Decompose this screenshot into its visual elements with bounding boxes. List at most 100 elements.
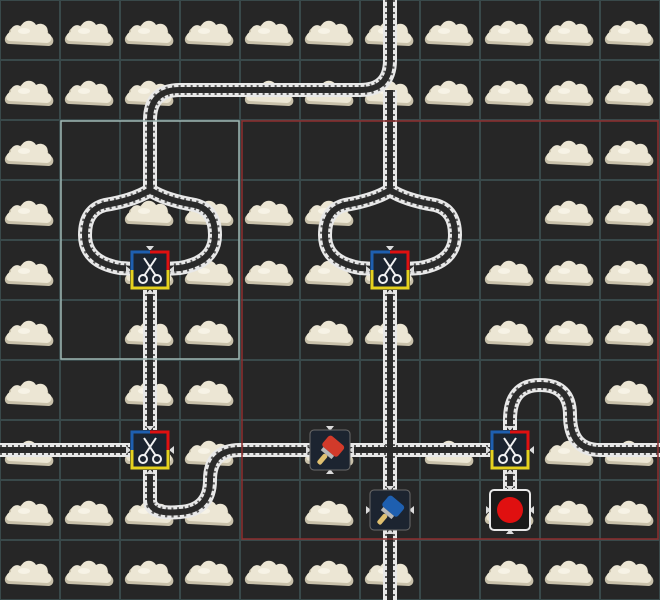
cloud-tile[interactable] xyxy=(540,120,600,180)
cloud-tile[interactable] xyxy=(180,0,240,60)
cloud-tile[interactable] xyxy=(240,180,300,240)
cloud-tile[interactable] xyxy=(0,0,60,60)
cloud-tile[interactable] xyxy=(480,300,540,360)
cloud-tile[interactable] xyxy=(600,360,660,420)
empty-tile[interactable] xyxy=(240,360,300,420)
scissors-icon xyxy=(378,257,402,284)
empty-tile[interactable] xyxy=(300,120,360,180)
cloud-tile[interactable] xyxy=(600,60,660,120)
direction-arrow xyxy=(169,446,174,454)
cloud-tile[interactable] xyxy=(120,540,180,600)
empty-tile[interactable] xyxy=(420,480,480,540)
cloud-tile[interactable] xyxy=(0,300,60,360)
empty-tile[interactable] xyxy=(60,120,120,180)
empty-tile[interactable] xyxy=(420,540,480,600)
cloud-tile[interactable] xyxy=(0,540,60,600)
scissors-piece[interactable] xyxy=(126,246,174,294)
direction-arrow xyxy=(506,486,514,491)
cloud-tile[interactable] xyxy=(0,360,60,420)
scissors-piece[interactable] xyxy=(366,246,414,294)
direction-arrow xyxy=(306,446,311,454)
cloud-tile[interactable] xyxy=(180,300,240,360)
cloud-tile[interactable] xyxy=(60,60,120,120)
cloud-tile[interactable] xyxy=(600,180,660,240)
cloud-tile[interactable] xyxy=(480,0,540,60)
cloud-tile[interactable] xyxy=(0,120,60,180)
cloud-tile[interactable] xyxy=(600,300,660,360)
frame-edge-yellow xyxy=(130,450,170,470)
empty-tile[interactable] xyxy=(240,480,300,540)
frame-edge-yellow xyxy=(490,450,530,470)
frame-edge-red xyxy=(150,430,170,450)
direction-arrow xyxy=(529,506,534,514)
cloud-tile[interactable] xyxy=(600,480,660,540)
cloud-tile[interactable] xyxy=(300,540,360,600)
direction-arrow xyxy=(146,426,154,431)
cloud-tile[interactable] xyxy=(540,480,600,540)
empty-tile[interactable] xyxy=(420,120,480,180)
paint-piece[interactable] xyxy=(366,486,414,534)
cloud-tile[interactable] xyxy=(60,480,120,540)
cloud-tile[interactable] xyxy=(240,540,300,600)
red-paintbrush-icon xyxy=(317,435,345,465)
cloud-tile[interactable] xyxy=(540,180,600,240)
cloud-tile[interactable] xyxy=(540,240,600,300)
direction-arrow xyxy=(349,446,354,454)
direction-arrow xyxy=(169,266,174,274)
cloud-tile[interactable] xyxy=(180,540,240,600)
cloud-tile[interactable] xyxy=(240,240,300,300)
cloud-tile[interactable] xyxy=(420,60,480,120)
scissors-piece[interactable] xyxy=(486,426,534,474)
cloud-tile[interactable] xyxy=(480,60,540,120)
cloud-tile[interactable] xyxy=(600,540,660,600)
cloud-tile[interactable] xyxy=(540,0,600,60)
scissors-piece[interactable] xyxy=(126,426,174,474)
cloud-tile[interactable] xyxy=(240,0,300,60)
cloud-tile[interactable] xyxy=(60,540,120,600)
empty-tile[interactable] xyxy=(240,120,300,180)
empty-tile[interactable] xyxy=(240,300,300,360)
empty-tile[interactable] xyxy=(480,120,540,180)
frame-edge-yellow xyxy=(130,270,170,290)
cloud-tile[interactable] xyxy=(180,360,240,420)
empty-tile[interactable] xyxy=(420,300,480,360)
empty-tile[interactable] xyxy=(300,360,360,420)
empty-tile[interactable] xyxy=(420,360,480,420)
direction-arrow xyxy=(409,266,414,274)
cloud-tile[interactable] xyxy=(0,240,60,300)
empty-tile[interactable] xyxy=(60,300,120,360)
stop-piece[interactable] xyxy=(486,486,534,534)
cloud-tile[interactable] xyxy=(300,0,360,60)
blue-paintbrush-icon xyxy=(377,495,405,525)
cloud-tile[interactable] xyxy=(0,60,60,120)
frame-edge-red xyxy=(150,250,170,270)
frame-edge-blue xyxy=(370,250,390,270)
direction-arrow xyxy=(126,266,131,274)
scissors-icon xyxy=(138,437,162,464)
white-region-border xyxy=(60,120,240,360)
direction-arrow xyxy=(506,529,514,534)
cloud-tile[interactable] xyxy=(600,240,660,300)
direction-arrow xyxy=(409,506,414,514)
empty-tile[interactable] xyxy=(480,180,540,240)
empty-tile[interactable] xyxy=(180,120,240,180)
empty-tile[interactable] xyxy=(60,360,120,420)
cloud-tile[interactable] xyxy=(0,180,60,240)
cloud-tile[interactable] xyxy=(300,480,360,540)
frame-edge-red xyxy=(390,250,410,270)
red-stop-icon xyxy=(497,497,523,523)
cloud-tile[interactable] xyxy=(300,300,360,360)
cloud-tile[interactable] xyxy=(600,120,660,180)
cloud-tile[interactable] xyxy=(480,240,540,300)
cloud-tile[interactable] xyxy=(120,0,180,60)
cloud-tile[interactable] xyxy=(540,60,600,120)
cloud-tile[interactable] xyxy=(420,0,480,60)
cloud-tile[interactable] xyxy=(540,300,600,360)
cloud-tile[interactable] xyxy=(0,480,60,540)
cloud-tile[interactable] xyxy=(60,0,120,60)
paint-piece[interactable] xyxy=(306,426,354,474)
cloud-tile[interactable] xyxy=(600,0,660,60)
cloud-tile[interactable] xyxy=(540,540,600,600)
cloud-tile[interactable] xyxy=(480,540,540,600)
